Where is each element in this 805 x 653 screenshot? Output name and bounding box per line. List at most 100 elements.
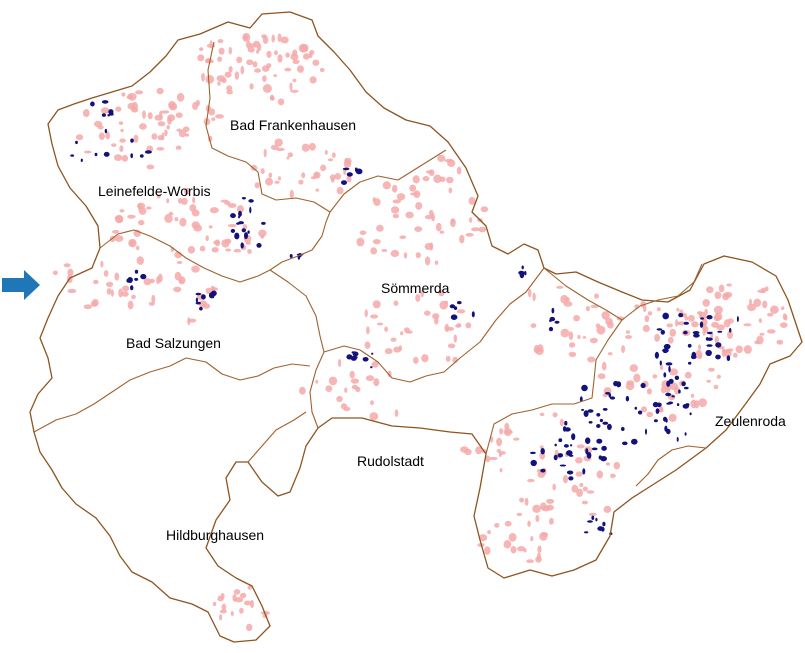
dark-patch bbox=[705, 337, 709, 341]
dark-patch bbox=[256, 243, 262, 248]
light-patch bbox=[131, 294, 136, 300]
light-patch bbox=[159, 110, 163, 119]
light-patch bbox=[372, 239, 381, 245]
light-patch bbox=[582, 335, 587, 339]
light-patch bbox=[392, 213, 400, 219]
dark-patch bbox=[548, 326, 554, 332]
dark-patch bbox=[683, 386, 689, 390]
light-patch bbox=[217, 39, 224, 44]
light-patch bbox=[753, 298, 762, 307]
light-patch bbox=[439, 230, 445, 234]
light-patch bbox=[695, 349, 703, 359]
light-patch bbox=[706, 286, 714, 294]
light-patch bbox=[669, 328, 677, 337]
light-patch bbox=[292, 49, 298, 57]
light-patch bbox=[364, 309, 368, 318]
border-frankenhausen-sommerda bbox=[329, 149, 447, 213]
light-patch bbox=[336, 186, 344, 195]
light-patch bbox=[265, 177, 273, 186]
light-patch bbox=[629, 364, 638, 372]
light-patch bbox=[446, 176, 454, 184]
light-patch bbox=[210, 285, 216, 292]
light-patch bbox=[289, 189, 294, 199]
dark-patch bbox=[638, 410, 643, 415]
dark-patch bbox=[706, 344, 713, 347]
dark-patches-layer bbox=[70, 100, 739, 535]
light-patch bbox=[444, 158, 454, 163]
light-patch bbox=[468, 196, 476, 205]
dark-patch bbox=[581, 384, 588, 392]
border-salzungen-rudolstadt bbox=[309, 351, 325, 429]
light-patch bbox=[166, 125, 170, 130]
light-patch bbox=[665, 387, 671, 394]
light-patch bbox=[202, 303, 211, 309]
dark-patch bbox=[195, 292, 202, 296]
light-patch bbox=[120, 128, 124, 133]
dark-patch bbox=[676, 403, 680, 407]
light-patch bbox=[669, 368, 678, 376]
light-patch bbox=[475, 446, 483, 455]
light-patch bbox=[749, 298, 752, 306]
light-patch bbox=[589, 337, 598, 344]
light-patch bbox=[586, 490, 595, 494]
dark-patch bbox=[571, 433, 576, 441]
light-patch bbox=[527, 478, 535, 483]
light-patch bbox=[667, 336, 674, 344]
light-patch bbox=[355, 386, 361, 393]
dark-patch bbox=[139, 154, 144, 158]
light-patch bbox=[390, 249, 400, 258]
light-patch bbox=[459, 234, 465, 244]
dark-patch bbox=[249, 206, 252, 214]
dark-patch bbox=[625, 395, 630, 402]
light-patch bbox=[114, 214, 124, 224]
light-patch bbox=[269, 94, 275, 101]
light-patch bbox=[114, 154, 123, 162]
border-hildburghausen-rudolstadt bbox=[247, 411, 307, 463]
light-patch bbox=[384, 348, 393, 355]
district-label-bad-salzungen: Bad Salzungen bbox=[126, 335, 221, 351]
light-patch bbox=[526, 559, 534, 564]
light-patch bbox=[157, 273, 163, 283]
light-patch bbox=[365, 375, 375, 382]
light-patch bbox=[414, 226, 423, 232]
dark-patch bbox=[602, 421, 609, 425]
light-patch bbox=[176, 92, 185, 102]
light-patch bbox=[221, 603, 227, 611]
light-patch bbox=[597, 373, 606, 380]
light-patch bbox=[119, 145, 124, 153]
light-patch bbox=[221, 77, 227, 84]
light-patch bbox=[691, 321, 699, 328]
light-patch bbox=[766, 329, 776, 334]
light-patch bbox=[716, 374, 721, 379]
dark-patch bbox=[678, 389, 681, 394]
light-patch bbox=[539, 532, 548, 541]
light-patch bbox=[641, 406, 647, 413]
light-patch bbox=[174, 217, 179, 222]
light-patch bbox=[484, 546, 491, 555]
light-patch bbox=[324, 149, 328, 155]
dark-patch bbox=[108, 109, 114, 115]
light-patch bbox=[431, 213, 435, 222]
dark-patch bbox=[230, 213, 236, 219]
dark-patch bbox=[707, 331, 713, 335]
light-patch bbox=[247, 47, 255, 53]
light-patch bbox=[280, 36, 289, 44]
light-patch bbox=[187, 246, 195, 254]
light-patch bbox=[193, 224, 203, 232]
light-patch bbox=[576, 444, 585, 449]
light-patch bbox=[743, 323, 752, 327]
light-patch bbox=[727, 318, 734, 324]
dark-patch bbox=[342, 167, 350, 171]
light-patch bbox=[215, 114, 224, 119]
dark-patch bbox=[70, 154, 75, 157]
light-patch bbox=[201, 72, 205, 82]
light-patch bbox=[236, 56, 243, 63]
light-patch bbox=[131, 107, 139, 113]
light-patch bbox=[666, 323, 673, 328]
dark-patch bbox=[729, 328, 732, 333]
state-boundary bbox=[29, 11, 803, 643]
light-patch bbox=[607, 352, 613, 356]
light-patch bbox=[292, 59, 300, 65]
light-patch bbox=[424, 214, 434, 220]
light-patch bbox=[393, 346, 402, 353]
